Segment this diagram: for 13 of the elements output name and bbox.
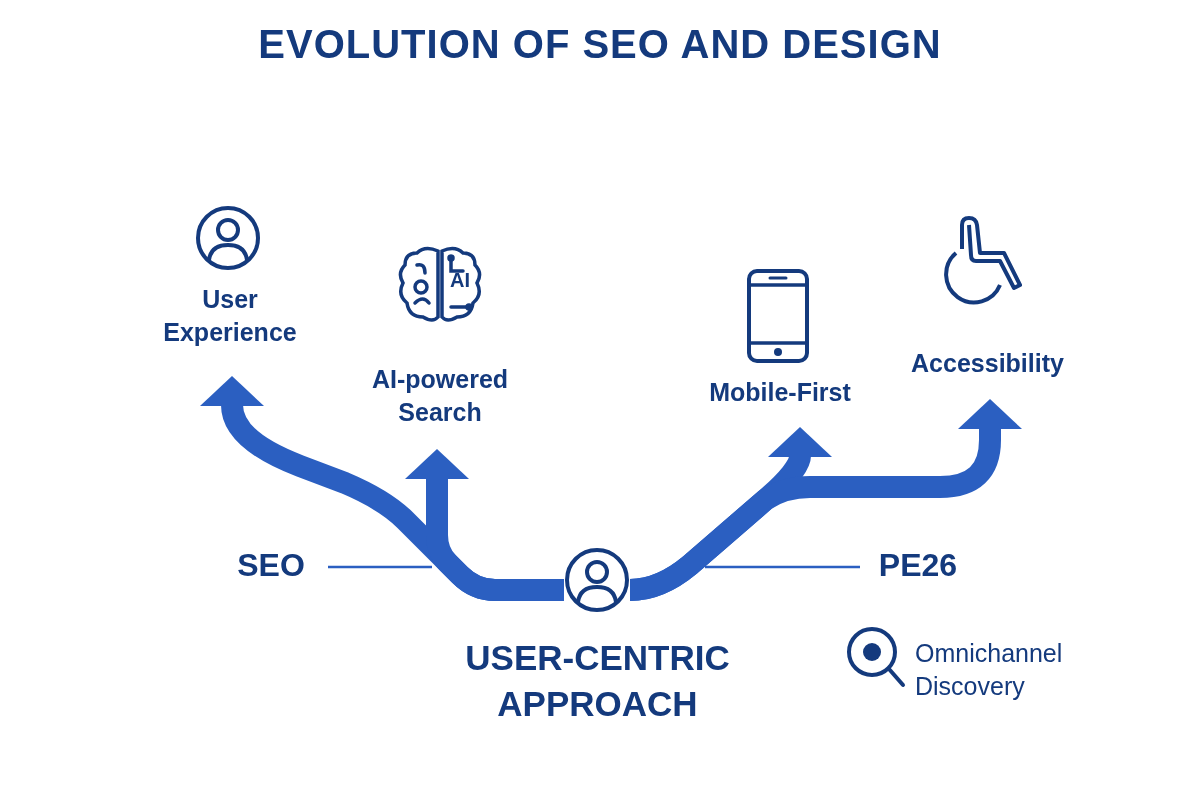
- diagram-title: EVOLUTION OF SEO AND DESIGN: [258, 22, 942, 67]
- leader-line: [629, 399, 1022, 601]
- node-label: User Experience: [162, 284, 298, 348]
- brain-icon-text: AI: [450, 270, 470, 290]
- side-label: SEO: [236, 546, 306, 585]
- node-label: Mobile-First: [708, 377, 852, 408]
- node-label: Accessibility: [910, 348, 1065, 379]
- leader-line: [328, 565, 432, 569]
- side-label: PE26: [877, 546, 959, 585]
- leader-line: [705, 565, 860, 569]
- node-label: AI-powered Search: [370, 364, 510, 428]
- center-label: USER-CENTRIC APPROACH: [464, 637, 731, 725]
- feature-label: Omnichannel Discovery: [915, 638, 1064, 702]
